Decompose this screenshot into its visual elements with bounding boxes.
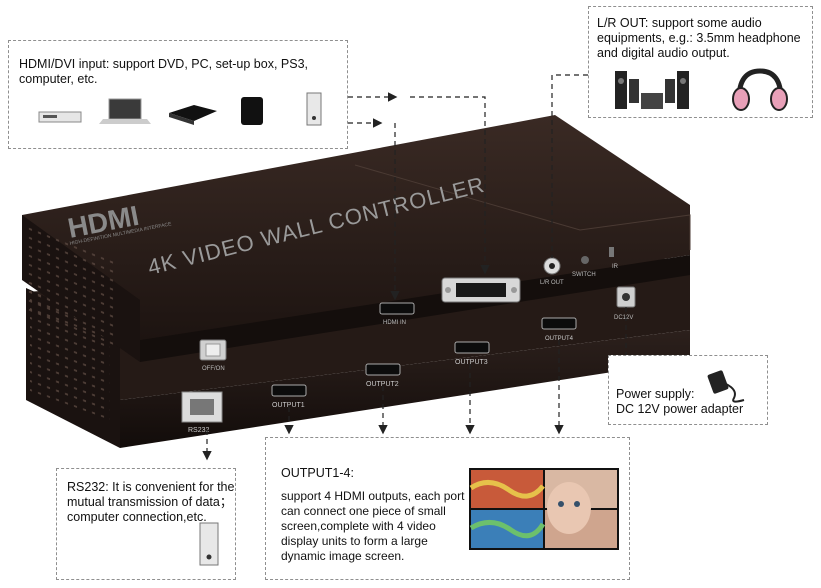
- svg-text:L/R OUT: L/R OUT: [540, 280, 564, 286]
- headphones-icon: [732, 68, 788, 111]
- output2-port: OUTPUT2: [365, 363, 401, 388]
- dvi-port: [441, 277, 521, 303]
- svg-text:HDMI IN: HDMI IN: [383, 320, 406, 326]
- set-top-box-icon: [169, 105, 217, 125]
- svg-text:RS232: RS232: [188, 427, 210, 434]
- svg-text:OFF/ON: OFF/ON: [202, 366, 225, 372]
- line-to-lr-out: [551, 74, 588, 258]
- laptop-icon: [99, 98, 151, 124]
- audio-equipment: [615, 68, 788, 111]
- rs232-port: RS232: [181, 391, 223, 434]
- lr-out-jack: L/R OUT: [540, 257, 564, 286]
- outputs-title: OUTPUT1-4:: [281, 466, 354, 480]
- svg-text:IR: IR: [612, 264, 619, 270]
- audio-output-callout: L/R OUT: support some audio equipments, …: [588, 6, 813, 118]
- video-wall-preview: [469, 468, 619, 550]
- computer-tower-icon: [306, 92, 322, 126]
- rs232-callout: RS232: It is convenient for the mutual t…: [56, 468, 236, 580]
- speaker-system-icon: [615, 71, 689, 109]
- power-supply-spec: DC 12V power adapter: [616, 402, 744, 416]
- dc12v-port: DC12V: [614, 286, 636, 321]
- power-supply-callout: Power supply: DC 12V power adapter: [608, 355, 768, 425]
- power-supply-label: Power supply:: [616, 387, 695, 401]
- svg-text:OUTPUT3: OUTPUT3: [455, 359, 488, 366]
- dvd-player-icon: [38, 111, 82, 123]
- computer-tower-icon-rs232: [199, 522, 219, 566]
- hdmi-in-port: HDMI IN: [379, 302, 415, 326]
- output1-port: OUTPUT1: [271, 384, 307, 409]
- switch-button: SWITCH: [572, 256, 596, 278]
- ps3-console-icon: [241, 97, 263, 125]
- svg-text:OUTPUT2: OUTPUT2: [366, 381, 399, 388]
- svg-text:SWITCH: SWITCH: [572, 272, 596, 278]
- audio-output-description: L/R OUT: support some audio equipments, …: [597, 16, 801, 60]
- connector-lines: [202, 74, 627, 461]
- outputs-description: support 4 HDMI outputs, each port can co…: [281, 489, 465, 563]
- upper-housing: [22, 115, 691, 362]
- svg-text:OUTPUT4: OUTPUT4: [545, 336, 574, 342]
- output4-port: OUTPUT4: [541, 317, 577, 342]
- arrow-to-dvi: [410, 96, 490, 275]
- svg-text:OUTPUT1: OUTPUT1: [272, 402, 305, 409]
- hdmi-input-callout: HDMI/DVI input: support DVD, PC, set-up …: [8, 40, 348, 149]
- source-devices: [38, 92, 322, 126]
- power-adapter-icon: [707, 370, 745, 403]
- power-switch: OFF/ON: [199, 339, 227, 372]
- output3-port: OUTPUT3: [454, 341, 490, 366]
- hdmi-input-description: HDMI/DVI input: support DVD, PC, set-up …: [19, 57, 309, 86]
- outputs-callout: OUTPUT1-4: support 4 HDMI outputs, each …: [265, 437, 630, 580]
- svg-text:DC12V: DC12V: [614, 315, 633, 321]
- ir-sensor: IR: [609, 247, 619, 270]
- rs232-description: RS232: It is convenient for the mutual t…: [67, 480, 235, 524]
